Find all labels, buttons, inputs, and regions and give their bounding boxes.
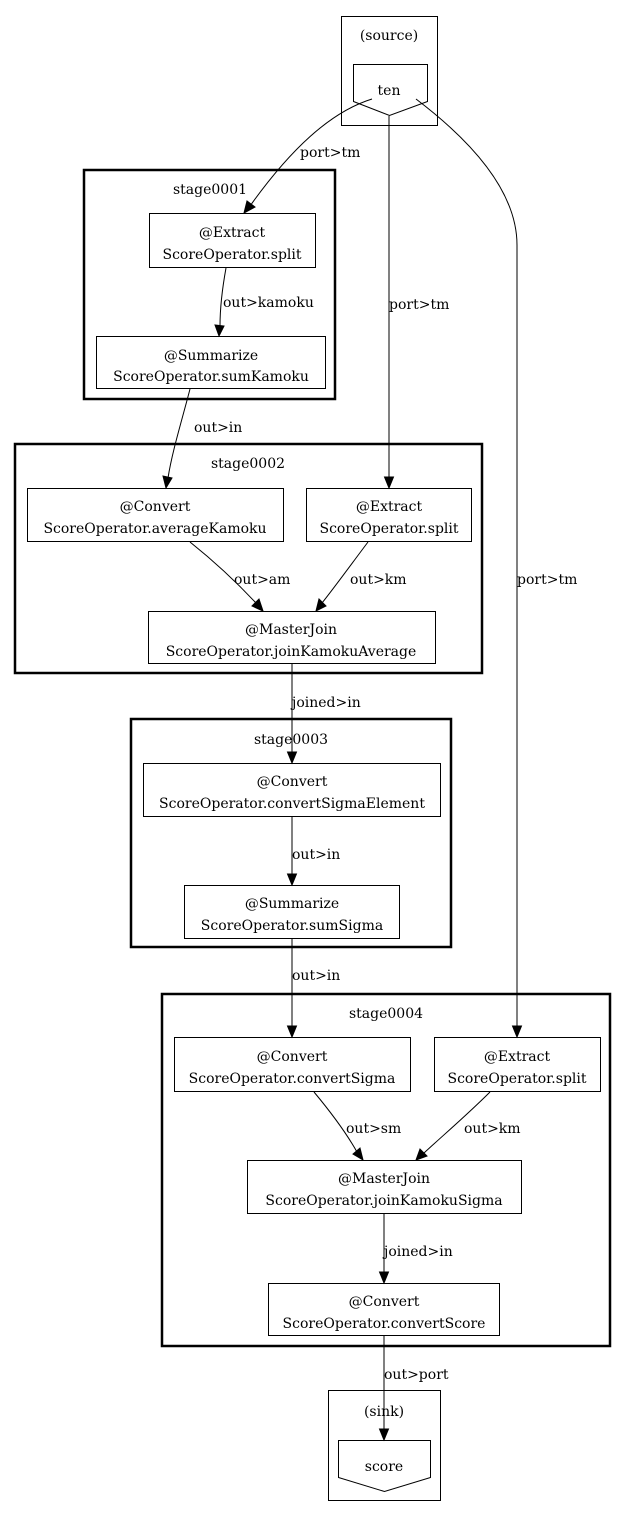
- edge-label-masterjoin4-convert4b: joined>in: [382, 1244, 453, 1260]
- stage-cluster-2: stage0002 @Convert ScoreOperator.average…: [13, 442, 484, 675]
- node-masterjoin-4-op: ScoreOperator.joinKamokuSigma: [265, 1193, 502, 1209]
- node-convert-4b-op: ScoreOperator.convertScore: [283, 1316, 486, 1332]
- edge-source-extract4: port>tm: [415, 98, 577, 1039]
- edge-convert2-masterjoin2: out>am: [189, 541, 290, 612]
- node-convert-2[interactable]: [27, 488, 284, 542]
- source-port-shape[interactable]: [353, 64, 428, 117]
- node-summarize-3-kind: @Summarize: [245, 896, 339, 912]
- edge-summarize3-convert4: out>in: [286, 939, 340, 1039]
- edge-convert3-summarize3: out>in: [286, 817, 340, 887]
- node-extract-4-kind: @Extract: [484, 1049, 551, 1065]
- node-convert-3-op: ScoreOperator.convertSigmaElement: [159, 796, 425, 812]
- node-extract-4[interactable]: [434, 1037, 601, 1092]
- node-extract-2-op: ScoreOperator.split: [320, 521, 459, 537]
- node-masterjoin-4[interactable]: [247, 1160, 522, 1214]
- edge-extract2-masterjoin2: out>km: [315, 541, 407, 612]
- node-extract-1-kind: @Extract: [199, 225, 266, 241]
- edge-extract4-masterjoin4: out>km: [415, 1091, 521, 1161]
- node-summarize-1[interactable]: [96, 336, 326, 389]
- edge-label-source-extract2: port>tm: [389, 297, 449, 313]
- node-summarize-1-kind: @Summarize: [164, 348, 258, 364]
- node-extract-2-kind: @Extract: [356, 499, 423, 515]
- node-extract-1-op: ScoreOperator.split: [163, 247, 302, 263]
- edge-label-summarize3-convert4: out>in: [292, 968, 340, 984]
- node-convert-2-kind: @Convert: [120, 499, 191, 515]
- stage-label-2: stage0002: [211, 456, 285, 472]
- edge-label-convert4-masterjoin4: out>sm: [346, 1121, 401, 1137]
- source-port-label: ten: [378, 83, 401, 99]
- stage-cluster-1: stage0001 @Extract ScoreOperator.split @…: [82, 168, 337, 401]
- edge-label-source-extract4: port>tm: [517, 572, 577, 588]
- node-convert-4-op: ScoreOperator.convertSigma: [189, 1071, 396, 1087]
- source-label: (source): [360, 28, 418, 44]
- edge-label-extract4-masterjoin4: out>km: [464, 1121, 521, 1137]
- node-convert-4b-kind: @Convert: [349, 1294, 420, 1310]
- edge-label-convert4b-sink: out>port: [384, 1367, 449, 1383]
- stage-cluster-3: stage0003 @Convert ScoreOperator.convert…: [129, 717, 453, 949]
- node-masterjoin-2[interactable]: [148, 611, 436, 664]
- node-masterjoin-2-kind: @MasterJoin: [245, 622, 337, 638]
- node-masterjoin-2-op: ScoreOperator.joinKamokuAverage: [166, 644, 417, 660]
- sink-port-shape[interactable]: [338, 1440, 431, 1493]
- edge-label-source-extract1: port>tm: [300, 145, 360, 161]
- sink-port-label: score: [365, 1459, 403, 1475]
- edge-label-convert2-masterjoin2: out>am: [234, 572, 290, 588]
- node-summarize-1-op: ScoreOperator.sumKamoku: [113, 369, 309, 385]
- node-extract-4-op: ScoreOperator.split: [448, 1071, 587, 1087]
- stage-cluster-4: stage0004 @Convert ScoreOperator.convert…: [160, 992, 612, 1348]
- source-cluster: (source) ten: [341, 16, 438, 126]
- node-convert-4[interactable]: [174, 1037, 411, 1092]
- node-summarize-3-op: ScoreOperator.sumSigma: [201, 918, 383, 934]
- stage-label-3: stage0003: [254, 732, 328, 748]
- edge-masterjoin4-convert4b: joined>in: [378, 1214, 453, 1285]
- edge-extract1-summarize1: out>kamoku: [214, 267, 314, 338]
- node-masterjoin-4-kind: @MasterJoin: [338, 1171, 430, 1187]
- edge-label-masterjoin2-convert3: joined>in: [290, 695, 361, 711]
- edge-label-summarize1-convert2: out>in: [194, 420, 242, 436]
- edge-convert4b-sink: out>port: [378, 1336, 449, 1442]
- edge-label-extract1-summarize1: out>kamoku: [223, 295, 314, 311]
- node-extract-1[interactable]: [149, 213, 316, 268]
- edge-summarize1-convert2: out>in: [162, 388, 242, 490]
- edge-label-convert3-summarize3: out>in: [292, 847, 340, 863]
- stage-label-1: stage0001: [173, 182, 247, 198]
- edge-label-extract2-masterjoin2: out>km: [350, 572, 407, 588]
- node-convert-2-op: ScoreOperator.averageKamoku: [43, 521, 266, 537]
- edge-convert4-masterjoin4: out>sm: [313, 1091, 401, 1162]
- edge-source-extract1: port>tm: [243, 98, 373, 214]
- node-convert-4-kind: @Convert: [257, 1049, 328, 1065]
- edge-source-extract2: port>tm: [383, 116, 449, 490]
- node-convert-3-kind: @Convert: [257, 774, 328, 790]
- stage-label-4: stage0004: [349, 1006, 423, 1022]
- edge-masterjoin2-convert3: joined>in: [286, 664, 361, 765]
